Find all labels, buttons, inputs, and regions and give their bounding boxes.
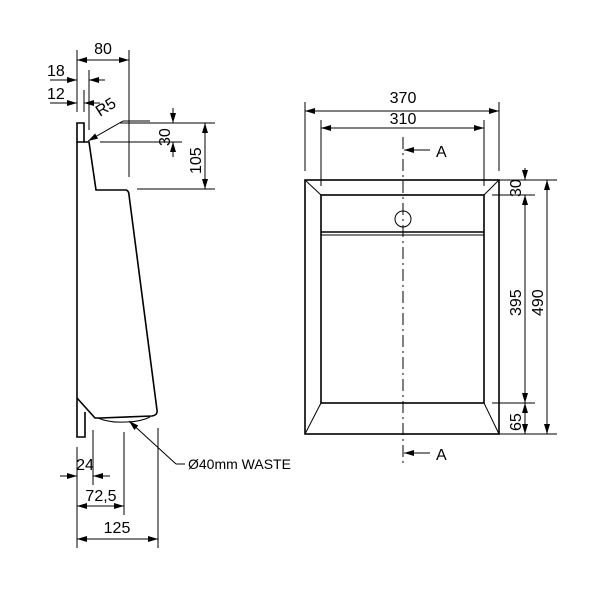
dim-125-label: 125: [104, 520, 131, 537]
drain-outlet: [97, 416, 151, 423]
dim-65-label: 65: [508, 413, 525, 431]
section-label-bottom: A: [436, 447, 447, 464]
dim-30-label: 30: [157, 128, 174, 146]
dim-395-label: 395: [508, 289, 525, 316]
dim-105-label: 105: [188, 147, 205, 174]
dim-72-5-label: 72,5: [85, 488, 116, 505]
dim-310-label: 310: [390, 111, 417, 128]
dim-30-label: 30: [508, 179, 525, 197]
corner-line: [304, 179, 322, 196]
radius-label: R5: [93, 95, 119, 120]
dim-24-label: 24: [76, 457, 94, 474]
dim-80-label: 80: [94, 41, 112, 58]
side-view: R5 80 18 12 30 105 24 72: [47, 41, 291, 548]
corner-line: [304, 402, 322, 435]
dim-18-label: 18: [47, 63, 65, 80]
dim-490-label: 490: [530, 289, 547, 316]
waste-leader: [128, 420, 177, 465]
section-label-top: A: [436, 144, 447, 161]
waste-label: Ø40mm WASTE: [188, 456, 291, 472]
wall-bracket-top: [76, 122, 85, 143]
front-view: 370 310 A A 30 395 65 490: [304, 90, 557, 466]
corner-line: [483, 402, 500, 435]
outer-frame: [304, 179, 500, 435]
dim-12-label: 12: [47, 86, 65, 103]
corner-line: [483, 179, 500, 196]
wall-bracket-bottom: [76, 398, 86, 438]
r5-leader: [87, 120, 124, 142]
dim-370-label: 370: [390, 90, 417, 107]
urinal-profile: [76, 141, 158, 419]
